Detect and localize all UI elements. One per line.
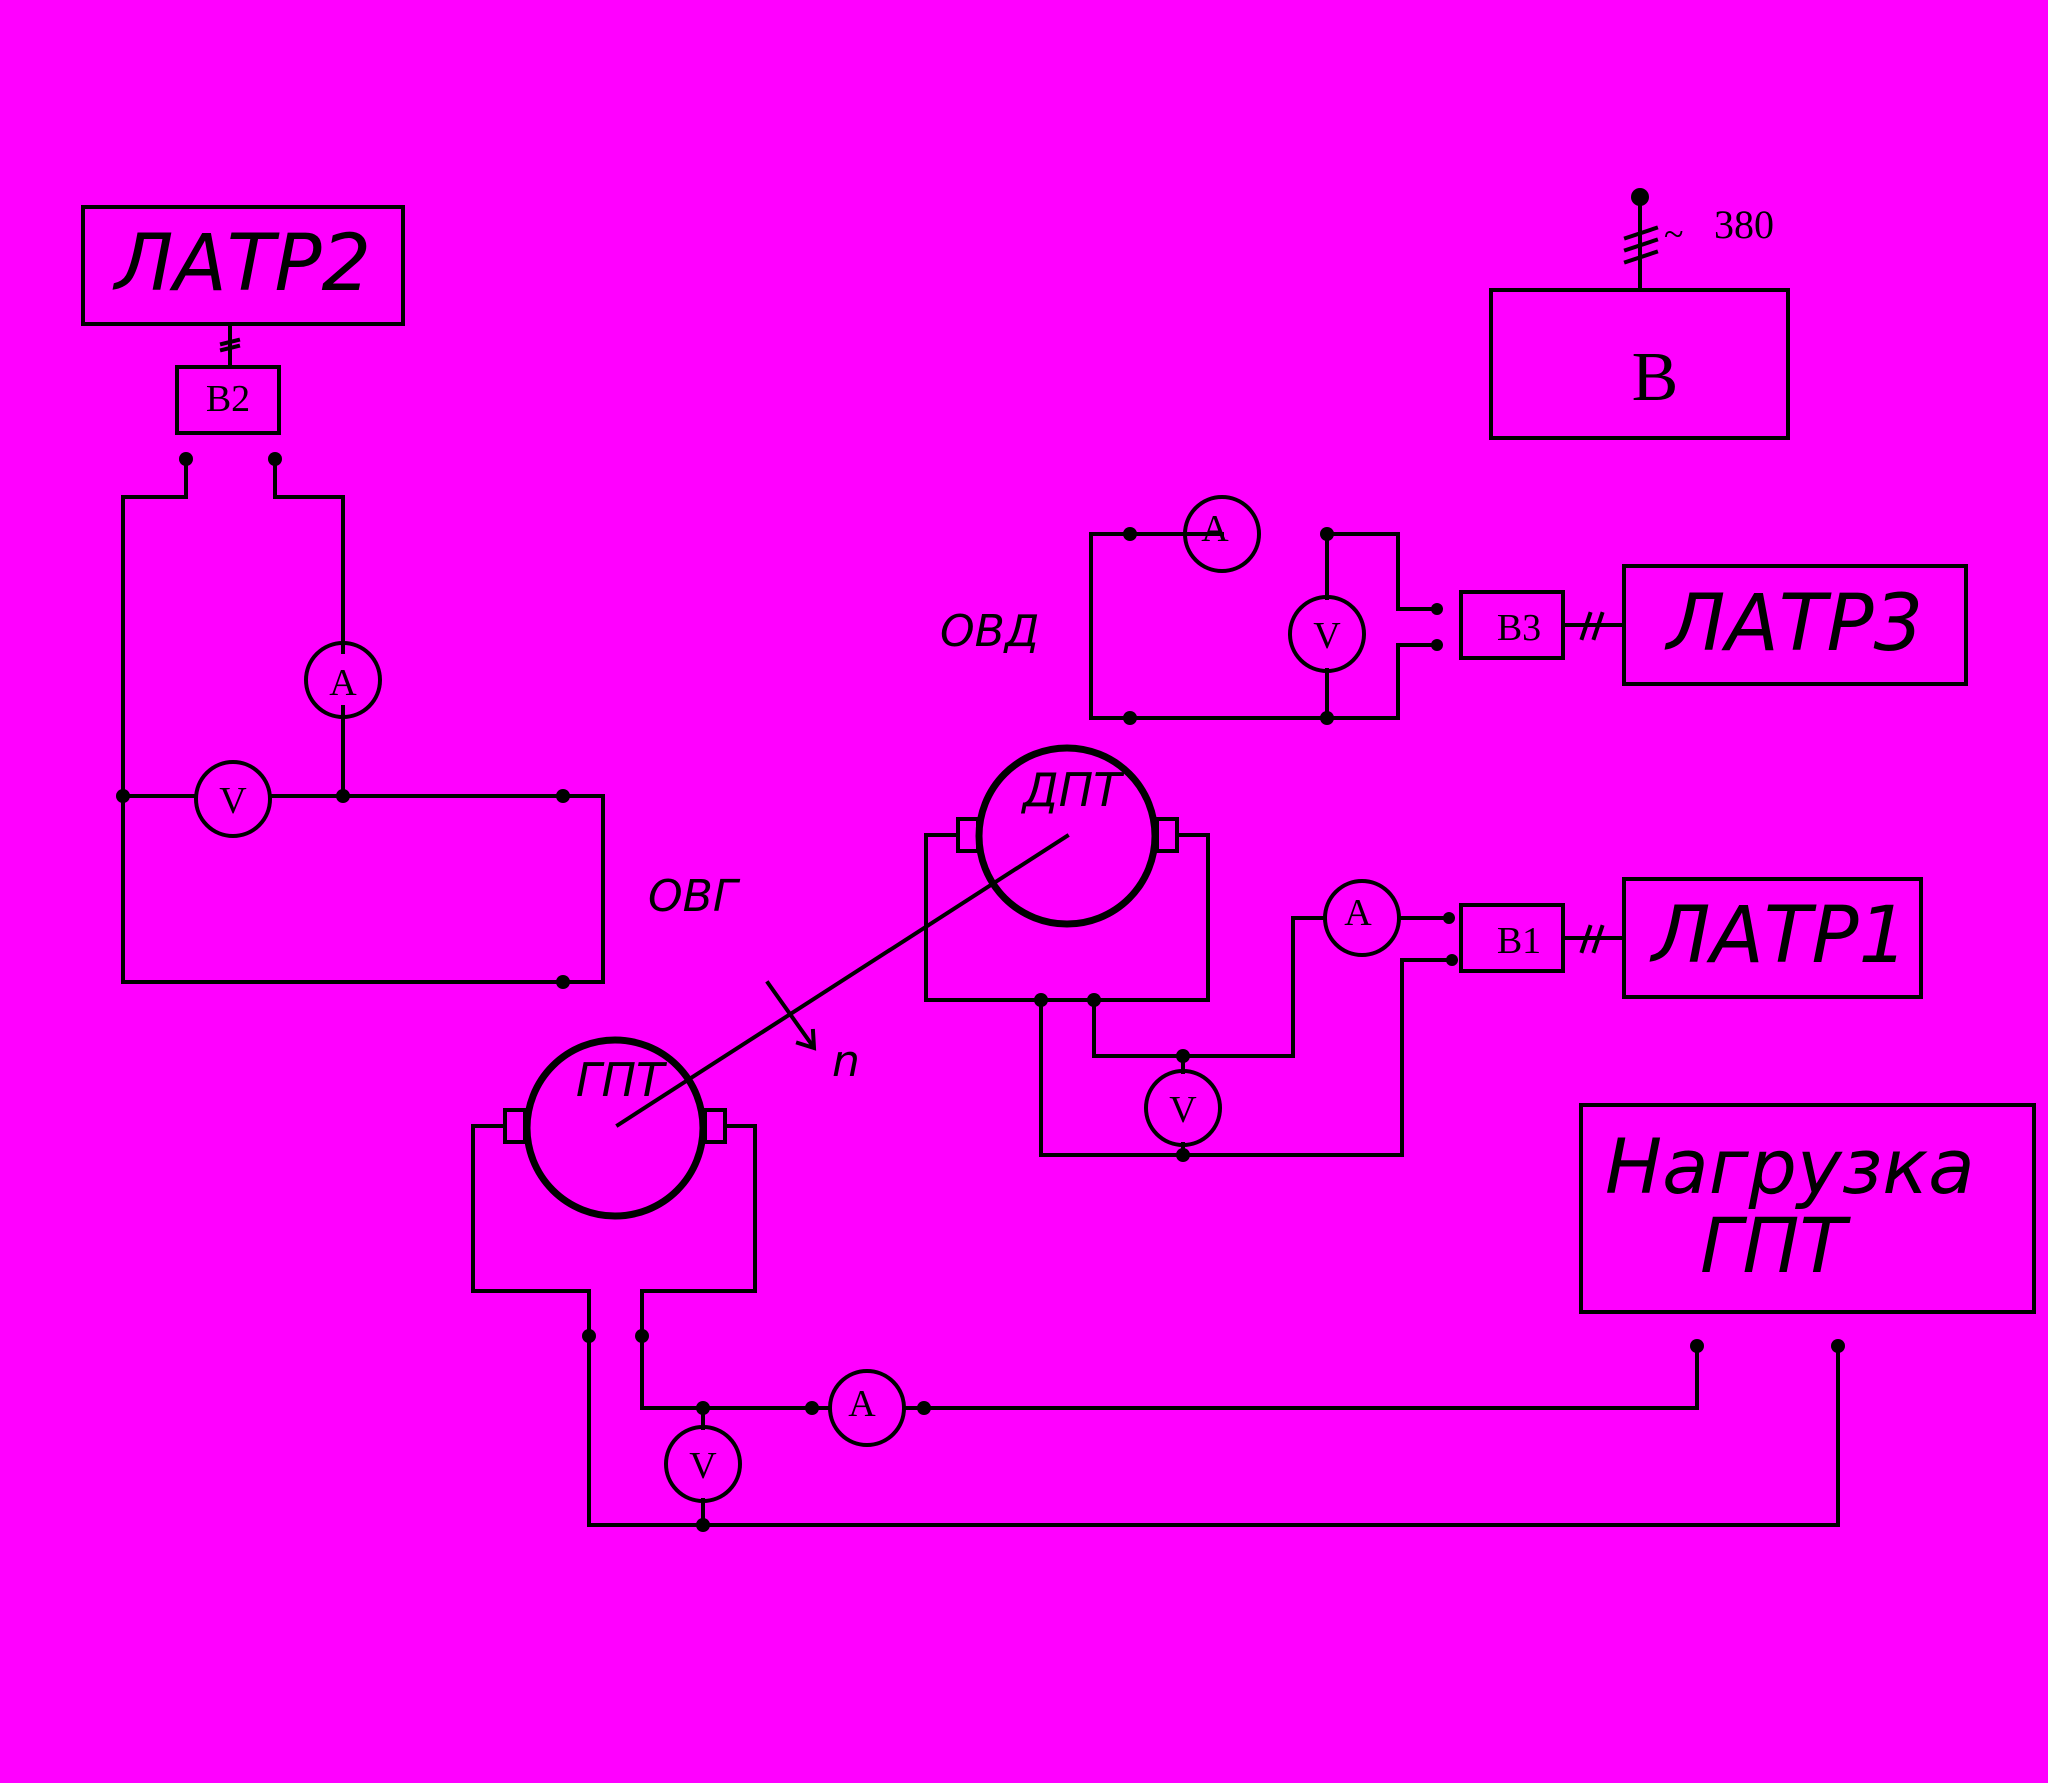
latr2-block[interactable] — [81, 205, 405, 326]
load-block[interactable] — [1579, 1103, 2036, 1314]
shaft-line — [615, 833, 1070, 1128]
voltmeter-ovg-label: V — [219, 780, 247, 822]
ovd-group: А V В3 ЛАТР3 ОВД — [940, 495, 1968, 725]
latr2-label: ЛАТР2 — [112, 219, 371, 309]
three-phase-tick-supply — [1623, 225, 1659, 265]
generator-gpt-label: ГПТ — [576, 1053, 668, 1107]
ammeter-ovg-label: А — [329, 662, 357, 704]
motor-brush-right — [1155, 817, 1179, 853]
generator-group: ГПТ А V Нагрузка ГПТ — [471, 1036, 2036, 1532]
voltmeter-gpt-label: V — [689, 1445, 717, 1487]
speed-arrowhead — [795, 1028, 817, 1051]
ammeter-dpt-label: А — [1344, 892, 1372, 934]
ammeter-ovd — [1183, 495, 1261, 573]
latr1-block[interactable] — [1622, 877, 1923, 999]
ammeter-ovg — [304, 641, 382, 719]
two-phase-tick-latr1 — [1579, 924, 1605, 954]
generator-brush-right — [703, 1108, 727, 1144]
voltmeter-dpt — [1144, 1069, 1222, 1147]
ovg-label: ОВГ — [648, 871, 741, 922]
latr1-label: ЛАТР1 — [1649, 891, 1908, 981]
voltmeter-ovd-label: V — [1313, 615, 1341, 657]
switch-b2-label: В2 — [206, 378, 250, 420]
motor-dpt-label: ДПТ — [1021, 763, 1126, 817]
supply-symbol: ~ — [1664, 214, 1683, 254]
voltmeter-dpt-label: V — [1169, 1089, 1197, 1131]
latr2-group: ЛАТР2 В2 А V ОВГ — [81, 205, 741, 989]
motor-brush-left — [956, 817, 980, 853]
latr3-label: ЛАТР3 — [1664, 579, 1923, 669]
block-b[interactable] — [1489, 288, 1790, 440]
ammeter-ovd-label: А — [1201, 508, 1229, 550]
supply-voltage: 380 — [1714, 202, 1774, 247]
voltmeter-gpt — [664, 1425, 742, 1503]
switch-b2[interactable] — [175, 365, 281, 435]
motor-group: ДПТ А V В1 ЛАТР1 — [924, 744, 1923, 1162]
latr3-block[interactable] — [1622, 564, 1968, 686]
speed-label: n — [832, 1036, 860, 1087]
ammeter-dpt — [1323, 879, 1401, 957]
ovd-label: ОВД — [940, 606, 1039, 657]
source-group: ~ 380 В — [1489, 188, 1790, 440]
voltmeter-ovd — [1288, 595, 1366, 673]
three-phase-tick-latr2 — [219, 337, 241, 353]
speed-arrow — [765, 980, 815, 1048]
switch-b3-label: В3 — [1497, 607, 1541, 649]
load-label-line2: ГПТ — [1700, 1201, 1851, 1290]
shaft-group: n — [615, 833, 1070, 1128]
switch-b1-label: В1 — [1497, 920, 1541, 962]
two-phase-tick-latr3 — [1579, 611, 1605, 641]
block-b-label: В — [1632, 339, 1679, 416]
generator-brush-left — [503, 1108, 527, 1144]
ammeter-gpt — [828, 1369, 906, 1447]
load-label-line1: Нагрузка — [1605, 1122, 1975, 1211]
ammeter-gpt-label: А — [848, 1383, 876, 1425]
voltmeter-ovg — [194, 760, 272, 838]
